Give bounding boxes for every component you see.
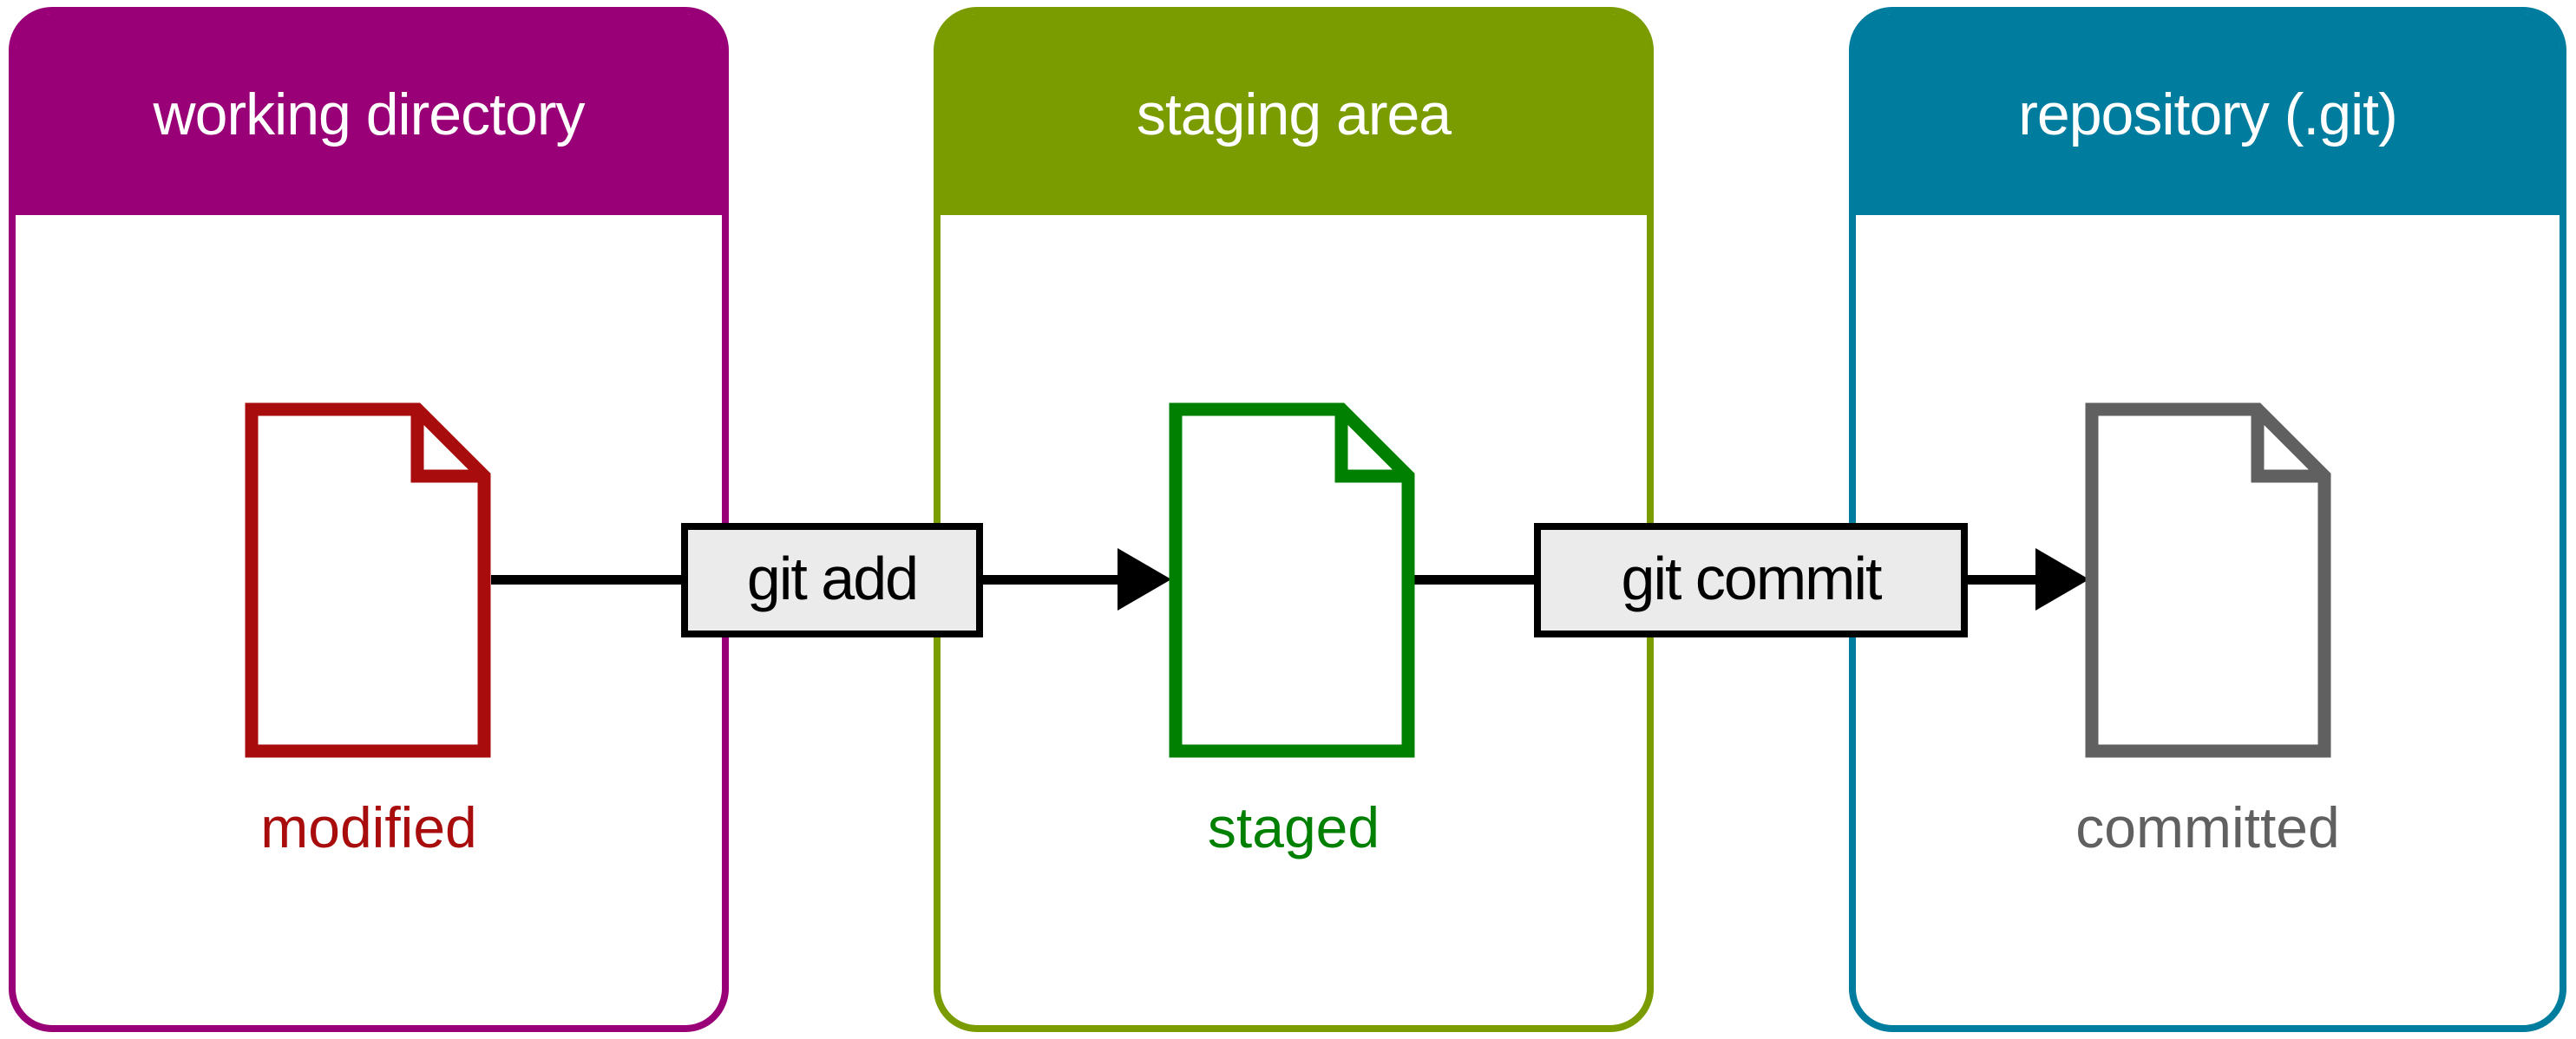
committed-label: committed [2075, 795, 2340, 859]
committed-document-icon [2085, 402, 2331, 758]
git-add-command-box: git add [681, 523, 983, 637]
staging-area-header: staging area [941, 14, 1647, 215]
modified-document-icon [245, 402, 491, 758]
working-directory-panel: working directory [9, 7, 729, 1032]
staged-document-icon [1169, 402, 1415, 758]
repository-header: repository (.git) [1856, 14, 2560, 215]
staged-label: staged [1207, 795, 1380, 859]
working-directory-header: working directory [16, 14, 722, 215]
git-add-arrow-head-icon [1118, 548, 1171, 611]
repository-panel: repository (.git) [1849, 7, 2566, 1032]
git-commit-command-box: git commit [1534, 523, 1968, 637]
modified-label: modified [260, 795, 477, 859]
git-commit-arrow-head-icon [2035, 548, 2089, 611]
